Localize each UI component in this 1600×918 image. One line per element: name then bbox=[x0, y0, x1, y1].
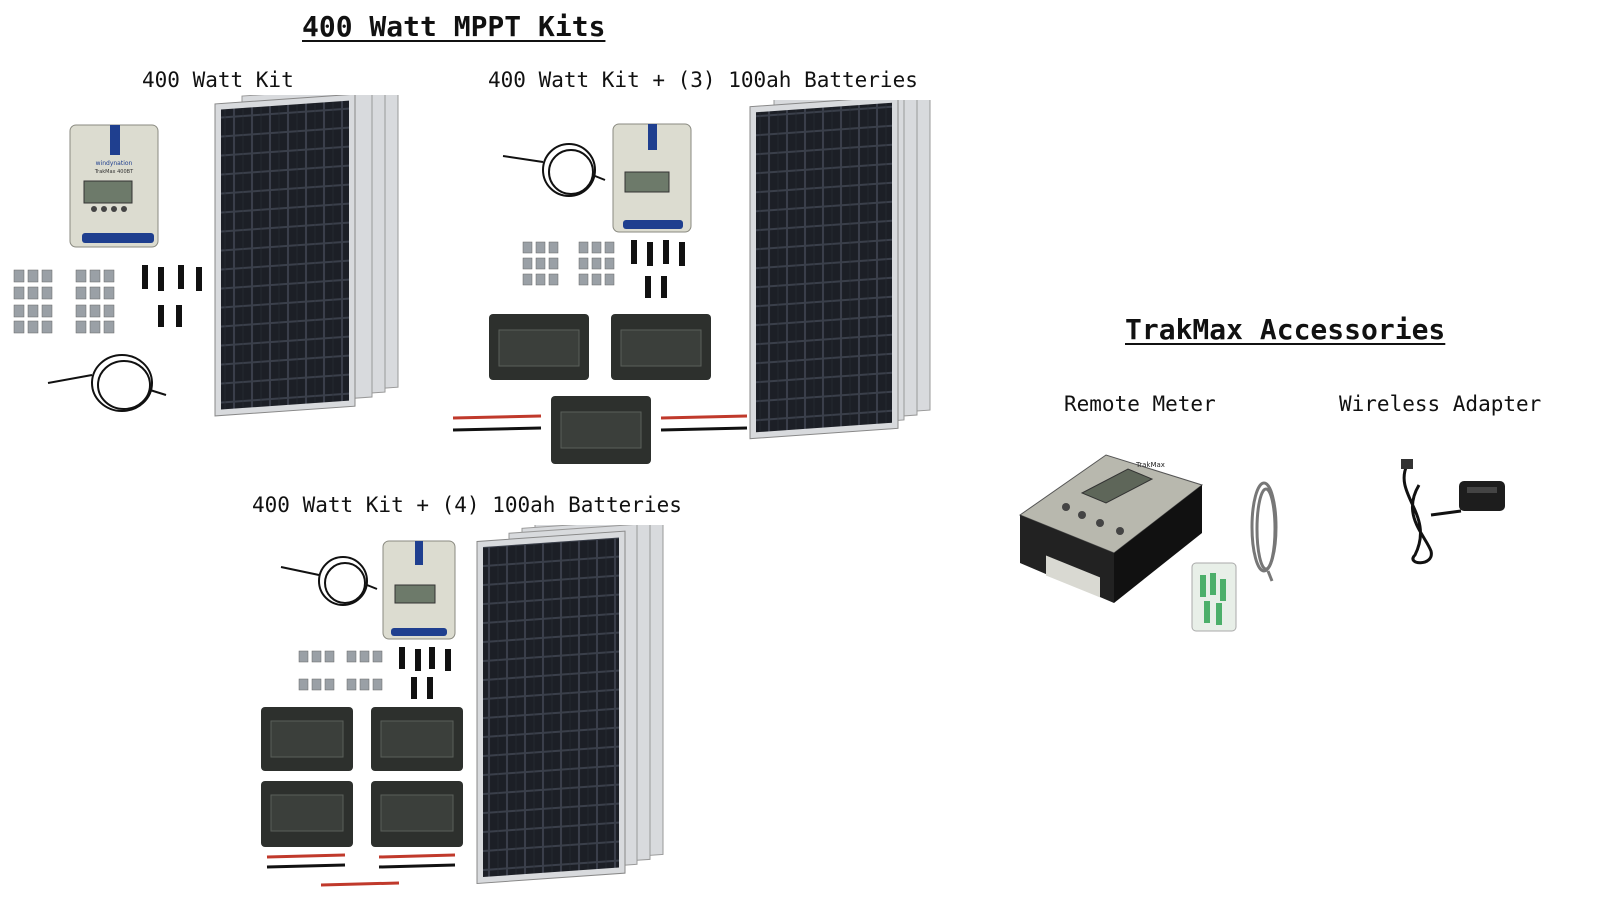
mounting-brackets-icon bbox=[522, 241, 615, 286]
cable-coil-icon bbox=[1250, 481, 1278, 582]
mc4-connectors-icon bbox=[142, 265, 202, 327]
charge-controller-icon bbox=[382, 540, 456, 640]
battery-icon bbox=[261, 707, 463, 847]
battery-cables-icon bbox=[452, 414, 748, 432]
remote-meter-label: Remote Meter bbox=[1064, 392, 1216, 416]
solar-panel-icon bbox=[476, 525, 664, 885]
kit-basic-image: windynation TrakMax 400BT bbox=[0, 95, 420, 445]
solar-panel-icon bbox=[214, 95, 399, 417]
remote-meter-image: TrakMax bbox=[1010, 445, 1310, 645]
kit-3batt-label: 400 Watt Kit + (3) 100ah Batteries bbox=[488, 68, 918, 92]
battery-icon bbox=[489, 314, 711, 464]
solar-panel-icon bbox=[749, 100, 931, 440]
kit-3batt-image bbox=[445, 100, 960, 470]
kit-4batt-image bbox=[255, 525, 680, 905]
charge-controller-icon: windynation TrakMax 400BT bbox=[69, 124, 159, 248]
cable-coil-icon bbox=[47, 354, 167, 412]
mc4-connectors-icon bbox=[399, 647, 451, 699]
cable-coil-icon bbox=[280, 556, 378, 606]
mc4-connectors-icon bbox=[631, 240, 685, 298]
mounting-screws-icon bbox=[1191, 562, 1237, 632]
remote-meter-icon: TrakMax bbox=[1018, 454, 1204, 603]
charge-controller-icon bbox=[612, 123, 692, 233]
wireless-adapter-image bbox=[1395, 455, 1515, 575]
meter-model-text: TrakMax bbox=[1135, 461, 1165, 469]
accessories-heading: TrakMax Accessories bbox=[1125, 313, 1446, 346]
kits-heading: 400 Watt MPPT Kits bbox=[302, 10, 606, 43]
mounting-brackets-icon bbox=[13, 269, 115, 334]
kit-4batt-label: 400 Watt Kit + (4) 100ah Batteries bbox=[252, 493, 682, 517]
cable-coil-icon bbox=[502, 143, 606, 197]
wireless-adapter-label: Wireless Adapter bbox=[1339, 392, 1542, 416]
kit-basic-label: 400 Watt Kit bbox=[142, 68, 294, 92]
controller-model-text: TrakMax 400BT bbox=[94, 169, 134, 175]
battery-cables-icon bbox=[266, 853, 456, 887]
controller-brand-text: windynation bbox=[96, 160, 133, 167]
mounting-brackets-icon bbox=[298, 650, 383, 691]
wireless-adapter-icon bbox=[1401, 459, 1505, 565]
